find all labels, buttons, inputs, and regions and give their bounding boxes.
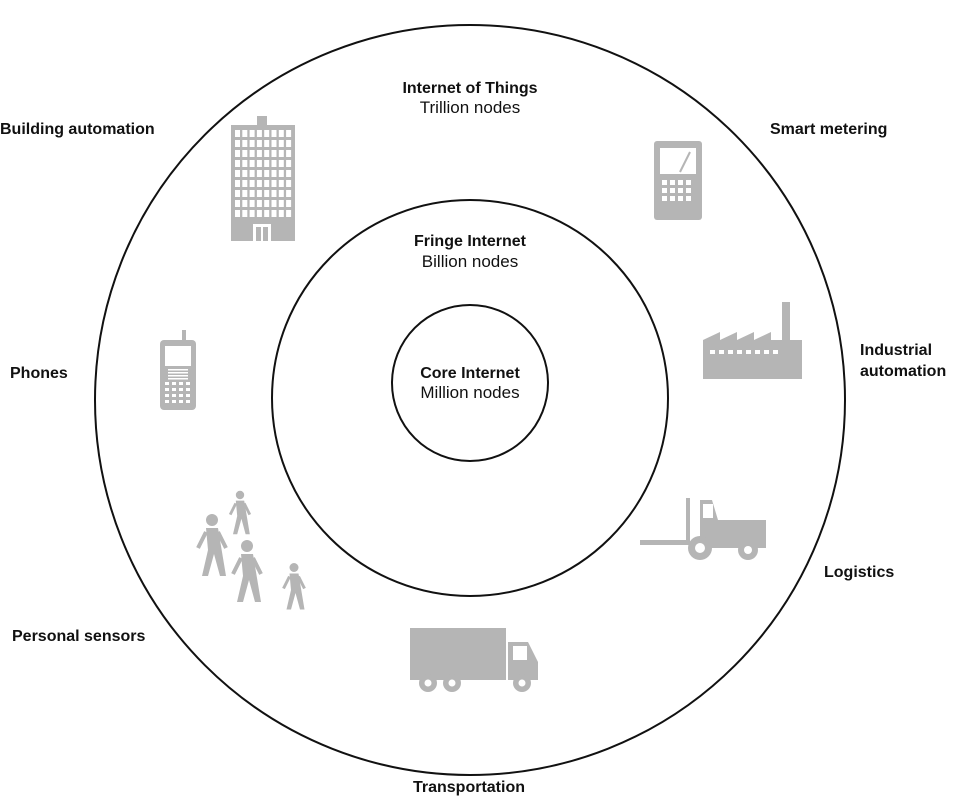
label-industrial-automation-2: automation xyxy=(860,363,946,380)
building-icon xyxy=(231,116,295,241)
label-smart-metering: Smart metering xyxy=(770,121,887,138)
outer-ring-iot xyxy=(94,24,846,776)
label-building-automation: Building automation xyxy=(0,121,155,138)
smart-meter-icon xyxy=(654,141,702,220)
label-industrial-automation-1: Industrial xyxy=(860,342,932,359)
walking-people-icon xyxy=(196,490,306,610)
middle-ring-subtitle: Billion nodes xyxy=(422,252,518,271)
inner-ring-subtitle: Million nodes xyxy=(420,383,519,402)
phone-icon xyxy=(160,330,196,410)
middle-ring-fringe xyxy=(271,199,669,597)
label-logistics: Logistics xyxy=(824,564,894,581)
middle-ring-title: Fringe Internet xyxy=(414,233,527,250)
outer-ring-subtitle: Trillion nodes xyxy=(420,98,520,117)
factory-icon xyxy=(703,302,802,379)
forklift-icon xyxy=(640,498,766,560)
label-transportation: Transportation xyxy=(413,779,525,796)
inner-ring-core xyxy=(391,304,549,462)
inner-ring-title: Core Internet xyxy=(420,365,520,382)
truck-icon xyxy=(410,628,538,692)
label-phones: Phones xyxy=(10,365,68,382)
label-personal-sensors: Personal sensors xyxy=(12,628,146,645)
outer-ring-title: Internet of Things xyxy=(402,80,537,97)
